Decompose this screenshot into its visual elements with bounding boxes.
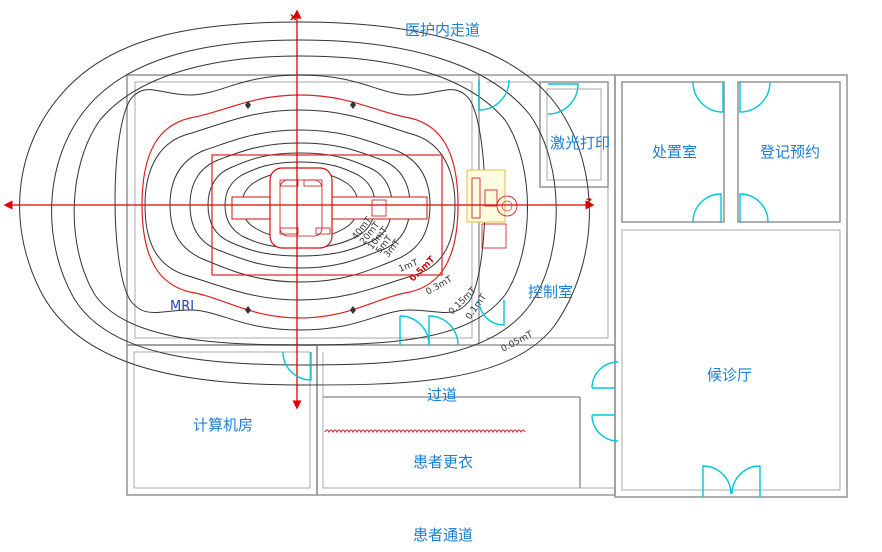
label-waiting-hall: 候诊厅 xyxy=(707,366,752,384)
label-0.3mT: 0.3mT xyxy=(425,274,455,297)
isoline-labels: 40mT 20mT 10mT 5mT 3mT 1mT 0.5mT 0.3mT 0… xyxy=(350,215,535,355)
door-exit-b xyxy=(731,465,761,497)
passage-wall xyxy=(316,345,615,496)
label-corridor-top: 医护内走道 xyxy=(405,21,480,39)
lobe-markers xyxy=(245,101,356,314)
doors xyxy=(282,79,771,497)
door-magnet-bottom-a xyxy=(399,315,430,346)
treatment-room-wall xyxy=(621,81,725,223)
label-treatment-room: 处置室 xyxy=(652,143,697,161)
axes: x z xyxy=(3,9,595,410)
waiting-hall-wall xyxy=(621,229,841,491)
label-passage: 过道 xyxy=(427,386,457,404)
label-control-room: 控制室 xyxy=(528,283,573,301)
walls xyxy=(126,74,848,498)
door-waiting-a xyxy=(591,361,619,389)
exclusion-zone-rect xyxy=(211,154,443,276)
door-exit-a xyxy=(702,465,732,497)
computer-room-inner xyxy=(133,351,311,489)
label-laser-print: 激光打印 xyxy=(550,134,610,152)
laser-room-inner xyxy=(546,88,602,181)
control-console xyxy=(466,169,518,249)
mri-scanner xyxy=(231,167,428,249)
door-treatment xyxy=(692,81,724,113)
registration-room-wall xyxy=(737,81,841,223)
label-mri: MRI xyxy=(170,299,194,314)
door-magnet-top xyxy=(478,79,510,111)
x-axis-label: x xyxy=(290,12,297,23)
right-block-wall xyxy=(614,74,848,498)
door-computer xyxy=(282,351,312,381)
label-0.05mT: 0.05mT xyxy=(500,329,535,354)
label-changing-room: 患者更衣 xyxy=(413,453,473,471)
door-registration-low xyxy=(739,193,769,223)
label-registration: 登记预约 xyxy=(760,143,820,161)
door-waiting-b xyxy=(591,414,619,442)
curtain-rail xyxy=(324,429,526,434)
label-computer-room: 计算机房 xyxy=(193,416,253,434)
door-registration xyxy=(739,81,771,113)
label-patient-corridor: 患者通道 xyxy=(413,526,473,544)
door-magnet-bottom-b xyxy=(428,315,459,346)
door-control xyxy=(478,299,505,326)
door-laser xyxy=(547,83,579,115)
laser-room-wall xyxy=(539,81,609,188)
z-axis-label: z xyxy=(586,196,592,207)
door-treatment-low xyxy=(692,193,722,223)
